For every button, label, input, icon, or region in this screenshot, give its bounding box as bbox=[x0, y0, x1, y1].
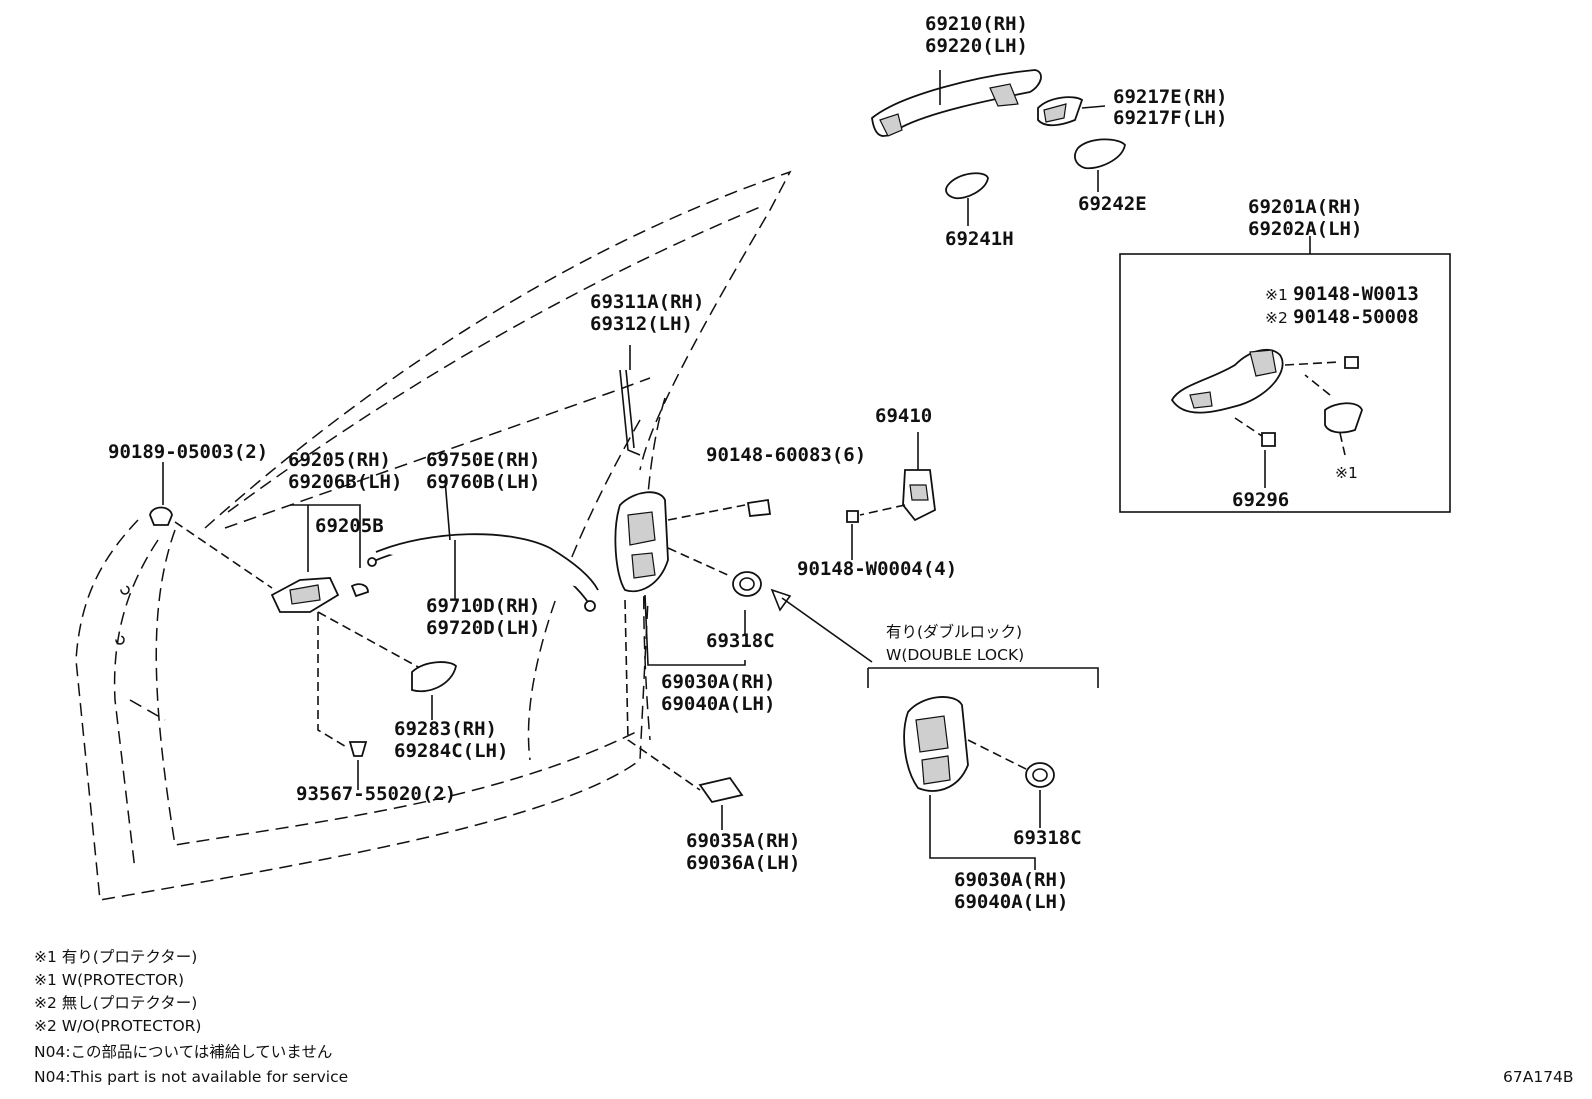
label-90148-w0013: 90148-W0013 bbox=[1293, 283, 1419, 305]
label-69205b: 69205B bbox=[315, 515, 384, 537]
label-69040a-b: 69040A(LH) bbox=[954, 891, 1068, 913]
part-labels: 69210(RH) 69220(LH) 69217E(RH) 69217F(LH… bbox=[108, 13, 1419, 913]
handle-pad-69241h bbox=[945, 172, 989, 226]
label-69202a: 69202A(LH) bbox=[1248, 218, 1362, 240]
frame-sub-assembly-box bbox=[1119, 236, 1451, 513]
label-69210: 69210(RH) bbox=[925, 13, 1028, 35]
note-3: ※2 無し(プロテクター) bbox=[34, 994, 197, 1012]
screw-90148-60083 bbox=[746, 498, 772, 517]
marker-2: ※2 bbox=[1265, 309, 1288, 327]
label-69311a: 69311A(RH) bbox=[590, 291, 704, 313]
label-69206b: 69206B(LH) bbox=[288, 471, 402, 493]
note-1: ※1 有り(プロテクター) bbox=[34, 948, 197, 966]
marker-1-small: ※1 bbox=[1335, 464, 1358, 482]
diagram-code: 67A174B bbox=[1503, 1068, 1574, 1086]
label-69284c: 69284C(LH) bbox=[394, 740, 508, 762]
label-69201a: 69201A(RH) bbox=[1248, 196, 1362, 218]
label-69410: 69410 bbox=[875, 405, 932, 427]
door-striker bbox=[846, 432, 936, 560]
label-69040a-a: 69040A(LH) bbox=[661, 693, 775, 715]
label-69220: 69220(LH) bbox=[925, 35, 1028, 57]
double-lock-en: W(DOUBLE LOCK) bbox=[886, 646, 1024, 664]
note-6: N04:This part is not available for servi… bbox=[34, 1068, 348, 1086]
note-5: N04:この部品については補給していません bbox=[34, 1043, 332, 1061]
handle-bezel-69283 bbox=[411, 661, 457, 720]
label-69750e: 69750E(RH) bbox=[426, 449, 540, 471]
label-90189-05003: 90189-05003(2) bbox=[108, 441, 268, 463]
note-4: ※2 W/O(PROTECTOR) bbox=[34, 1017, 201, 1035]
label-69318c-b: 69318C bbox=[1013, 827, 1082, 849]
handle-pad-69242e bbox=[1074, 138, 1126, 192]
note-2: ※1 W(PROTECTOR) bbox=[34, 971, 184, 989]
label-69241h: 69241H bbox=[945, 228, 1014, 250]
label-69217f: 69217F(LH) bbox=[1113, 107, 1227, 129]
label-69030a-b: 69030A(RH) bbox=[954, 869, 1068, 891]
label-69296: 69296 bbox=[1232, 489, 1289, 511]
inside-handle bbox=[174, 504, 421, 749]
label-69710d: 69710D(RH) bbox=[426, 595, 540, 617]
inside-handle-cables bbox=[367, 479, 599, 612]
label-69318c-a: 69318C bbox=[706, 630, 775, 652]
label-69760b: 69760B(LH) bbox=[426, 471, 540, 493]
door-outline bbox=[75, 170, 792, 901]
double-lock-jp: 有り(ダブルロック) bbox=[886, 622, 1022, 641]
label-69720d: 69720D(LH) bbox=[426, 617, 540, 639]
label-69283: 69283(RH) bbox=[394, 718, 497, 740]
label-69242e: 69242E bbox=[1078, 193, 1147, 215]
label-90148-w0004: 90148-W0004(4) bbox=[797, 558, 957, 580]
label-90148-50008: 90148-50008 bbox=[1293, 306, 1419, 328]
label-90148-60083: 90148-60083(6) bbox=[706, 444, 866, 466]
rod-cover-69035a bbox=[698, 776, 744, 830]
footnotes: ※1 有り(プロテクター) ※1 W(PROTECTOR) ※2 無し(プロテク… bbox=[34, 948, 348, 1086]
label-69036a: 69036A(LH) bbox=[686, 852, 800, 874]
door-lock-assembly bbox=[614, 491, 746, 791]
label-69030a-a: 69030A(RH) bbox=[661, 671, 775, 693]
label-69035a: 69035A(RH) bbox=[686, 830, 800, 852]
lock-seal-69318c bbox=[732, 571, 762, 597]
lock-rod bbox=[619, 345, 641, 456]
label-69217e: 69217E(RH) bbox=[1113, 86, 1227, 108]
label-69205: 69205(RH) bbox=[288, 449, 391, 471]
handle-cover bbox=[1037, 96, 1106, 127]
label-69312: 69312(LH) bbox=[590, 313, 693, 335]
label-93567-55020: 93567-55020(2) bbox=[296, 783, 456, 805]
double-lock-variant bbox=[770, 588, 1099, 870]
marker-1: ※1 bbox=[1265, 286, 1288, 304]
screw-93567 bbox=[348, 741, 368, 790]
outside-door-handle bbox=[871, 69, 1042, 137]
grommet-90189 bbox=[149, 462, 173, 526]
